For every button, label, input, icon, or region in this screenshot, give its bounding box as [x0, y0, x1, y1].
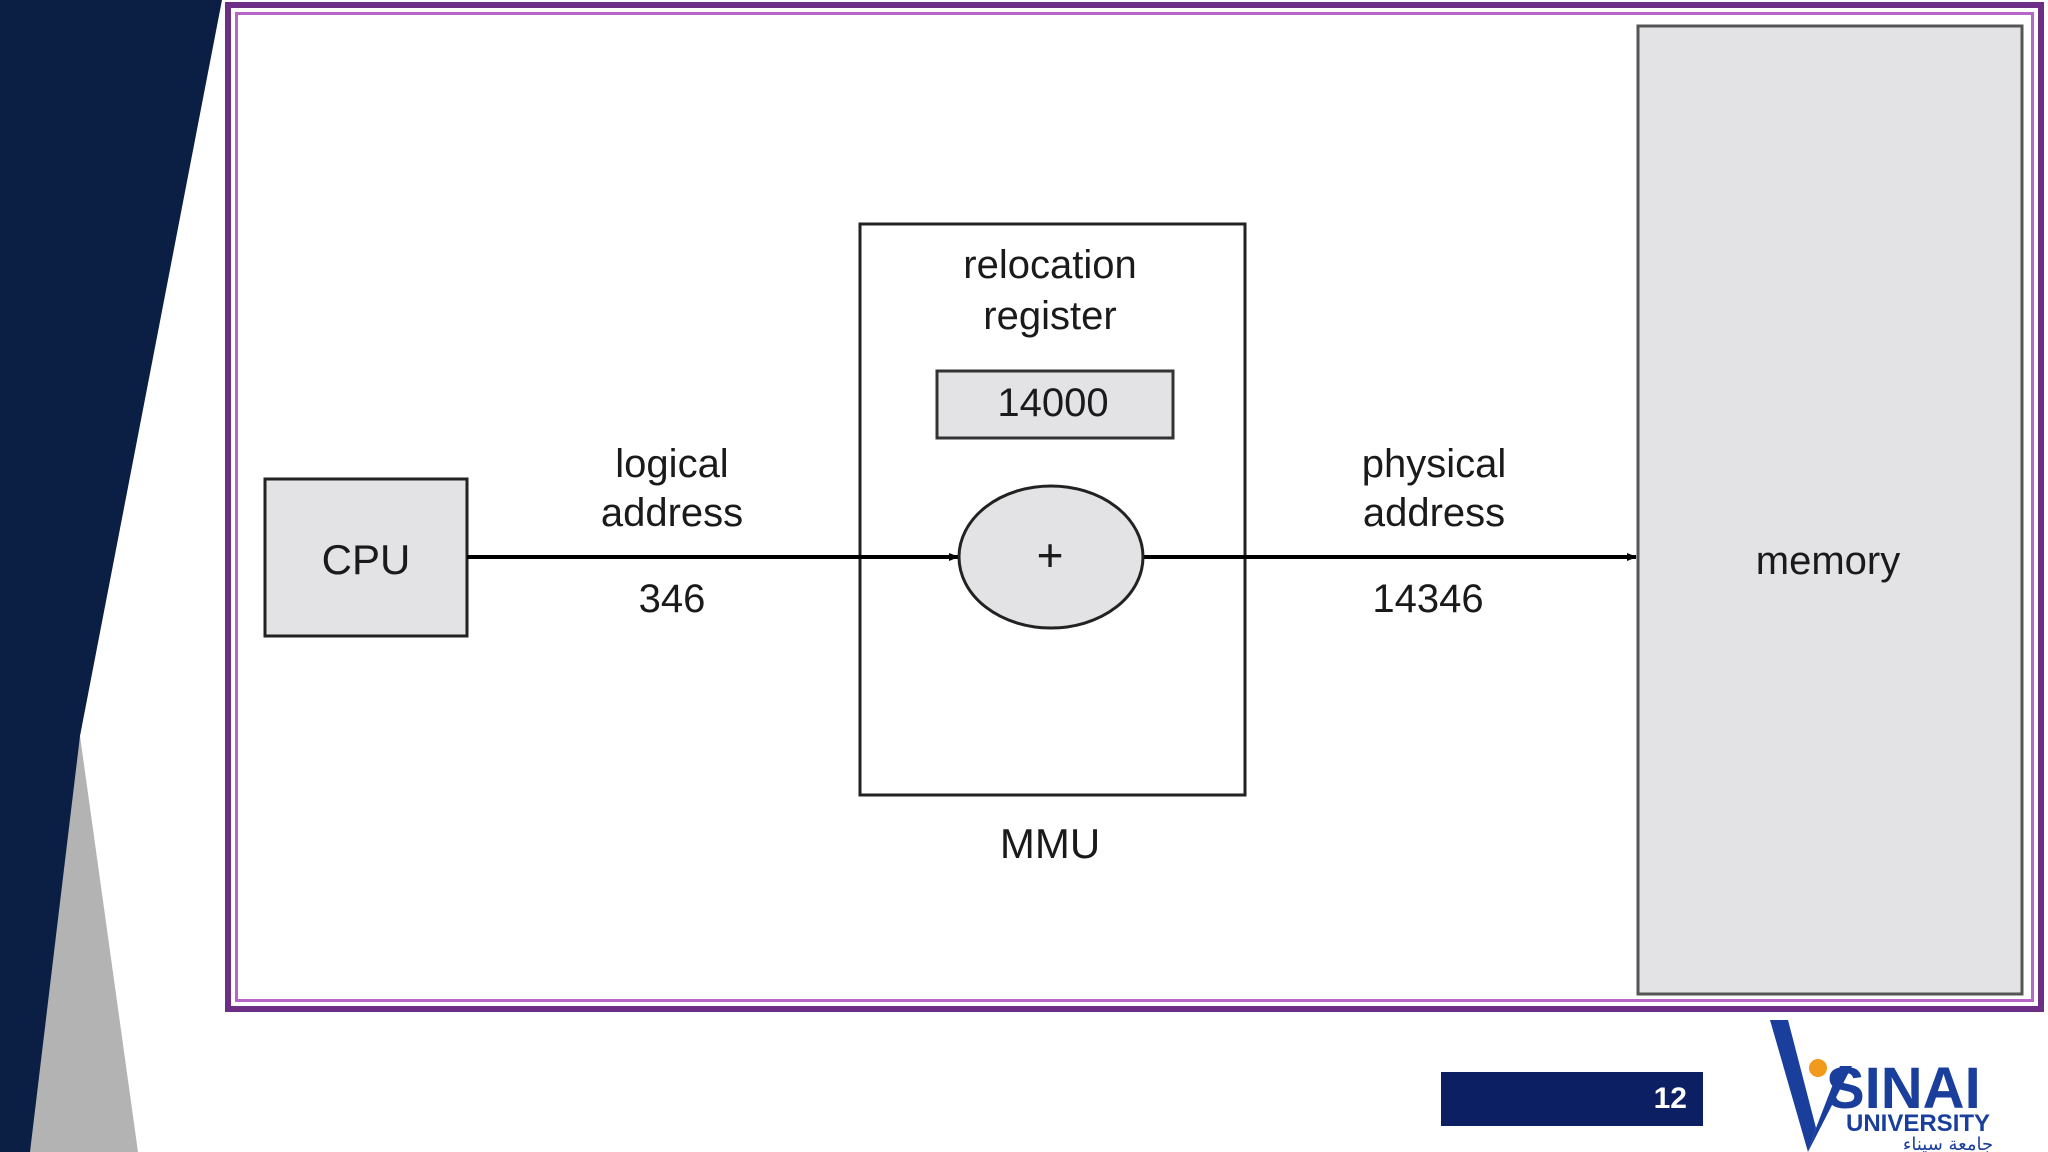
adder-symbol: + [1037, 529, 1064, 581]
logical-address-value: 346 [639, 577, 706, 621]
memory-label: memory [1756, 539, 1900, 583]
logo-orange-dot [1809, 1059, 1827, 1077]
memory-box [1636, 24, 2024, 996]
logo-v-mark [1770, 1020, 1816, 1152]
grey-side-panel [30, 736, 138, 1152]
navy-side-panel [0, 0, 222, 1152]
logo-v-mark-right [1808, 1066, 1852, 1152]
relocation-register-title-line2: register [983, 294, 1116, 338]
cpu-box [263, 477, 469, 638]
physical-address-value: 14346 [1372, 577, 1483, 621]
logo-arabic-text: جامعة سيناء [1903, 1134, 1993, 1152]
physical-address-label-line2: address [1363, 491, 1505, 535]
sinai-university-logo: SINAI UNIVERSITY جامعة سيناء [1770, 1020, 1993, 1152]
logo-sub-text: UNIVERSITY [1846, 1110, 1990, 1137]
logical-address-label-line2: address [601, 491, 743, 535]
page-number: 12 [1653, 1082, 1687, 1115]
diagram-frame-outer [225, 2, 2044, 1012]
relocation-register-title-line1: relocation [963, 243, 1136, 287]
relocation-register-box [935, 369, 1175, 440]
relocation-register-value: 14000 [997, 381, 1108, 425]
logical-address-label-line1: logical [615, 442, 728, 486]
cpu-label: CPU [322, 536, 411, 583]
page-number-bar: 12 [1441, 1072, 1703, 1126]
logo-main-text: SINAI [1826, 1056, 1981, 1121]
diagram-frame-inner [235, 12, 2034, 1002]
physical-address-label-line1: physical [1362, 442, 1507, 486]
adder-circle [957, 484, 1145, 630]
mmu-label: MMU [1000, 820, 1100, 867]
